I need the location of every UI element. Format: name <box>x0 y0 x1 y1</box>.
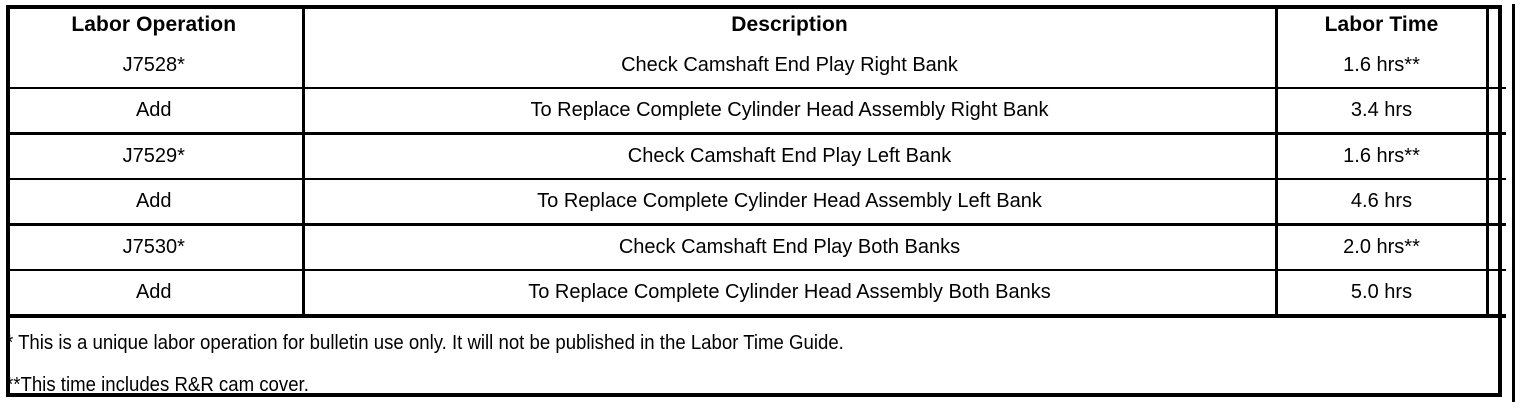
cell-description: To Replace Complete Cylinder Head Assemb… <box>301 270 1276 318</box>
footnote-double-asterisk: **This time includes R&R cam cover. <box>6 373 309 396</box>
column-header-description: Description <box>301 5 1276 44</box>
cell-labor-operation: J7528* <box>6 44 303 89</box>
cell-spacer <box>1485 270 1506 318</box>
cell-labor-operation: Add <box>6 88 303 135</box>
table-row: J7528* Check Camshaft End Play Right Ban… <box>6 44 1506 89</box>
page-edge-rule <box>1512 4 1515 402</box>
column-header-labor-time: Labor Time <box>1274 5 1487 44</box>
cell-labor-operation: J7529* <box>6 133 303 180</box>
cell-description: Check Camshaft End Play Left Bank <box>301 133 1276 180</box>
footnote-spacer <box>6 354 1506 374</box>
cell-spacer <box>1485 133 1506 180</box>
cell-description: To Replace Complete Cylinder Head Assemb… <box>301 88 1276 135</box>
cell-spacer <box>1485 179 1506 226</box>
cell-labor-time: 1.6 hrs** <box>1274 133 1487 180</box>
column-header-labor-operation: Labor Operation <box>6 5 303 44</box>
table-row: Add To Replace Complete Cylinder Head As… <box>6 88 1506 135</box>
footnotes-row: * This is a unique labor operation for b… <box>6 316 1506 409</box>
cell-spacer <box>1485 224 1506 271</box>
column-header-spacer <box>1485 5 1506 44</box>
cell-labor-time: 1.6 hrs** <box>1274 44 1487 89</box>
cell-description: To Replace Complete Cylinder Head Assemb… <box>301 179 1276 226</box>
cell-spacer <box>1485 88 1506 135</box>
table-row: Add To Replace Complete Cylinder Head As… <box>6 270 1506 318</box>
cell-description: Check Camshaft End Play Both Banks <box>301 224 1276 271</box>
footnotes-cell: * This is a unique labor operation for b… <box>6 316 1506 409</box>
cell-labor-time: 4.6 hrs <box>1274 179 1487 226</box>
cell-labor-operation: Add <box>6 270 303 318</box>
table-row: J7530* Check Camshaft End Play Both Bank… <box>6 224 1506 271</box>
cell-description: Check Camshaft End Play Right Bank <box>301 44 1276 89</box>
cell-labor-operation: J7530* <box>6 224 303 271</box>
cell-labor-time: 3.4 hrs <box>1274 88 1487 135</box>
cell-spacer <box>1485 44 1506 89</box>
table-row: J7529* Check Camshaft End Play Left Bank… <box>6 133 1506 180</box>
cell-labor-time: 2.0 hrs** <box>1274 224 1487 271</box>
footnote-single-asterisk: * This is a unique labor operation for b… <box>6 331 844 354</box>
cell-labor-operation: Add <box>6 179 303 226</box>
labor-operation-table: Labor Operation Description Labor Time J… <box>6 5 1506 409</box>
table-row: Add To Replace Complete Cylinder Head As… <box>6 179 1506 226</box>
table-header-row: Labor Operation Description Labor Time <box>6 5 1506 44</box>
cell-labor-time: 5.0 hrs <box>1274 270 1487 318</box>
